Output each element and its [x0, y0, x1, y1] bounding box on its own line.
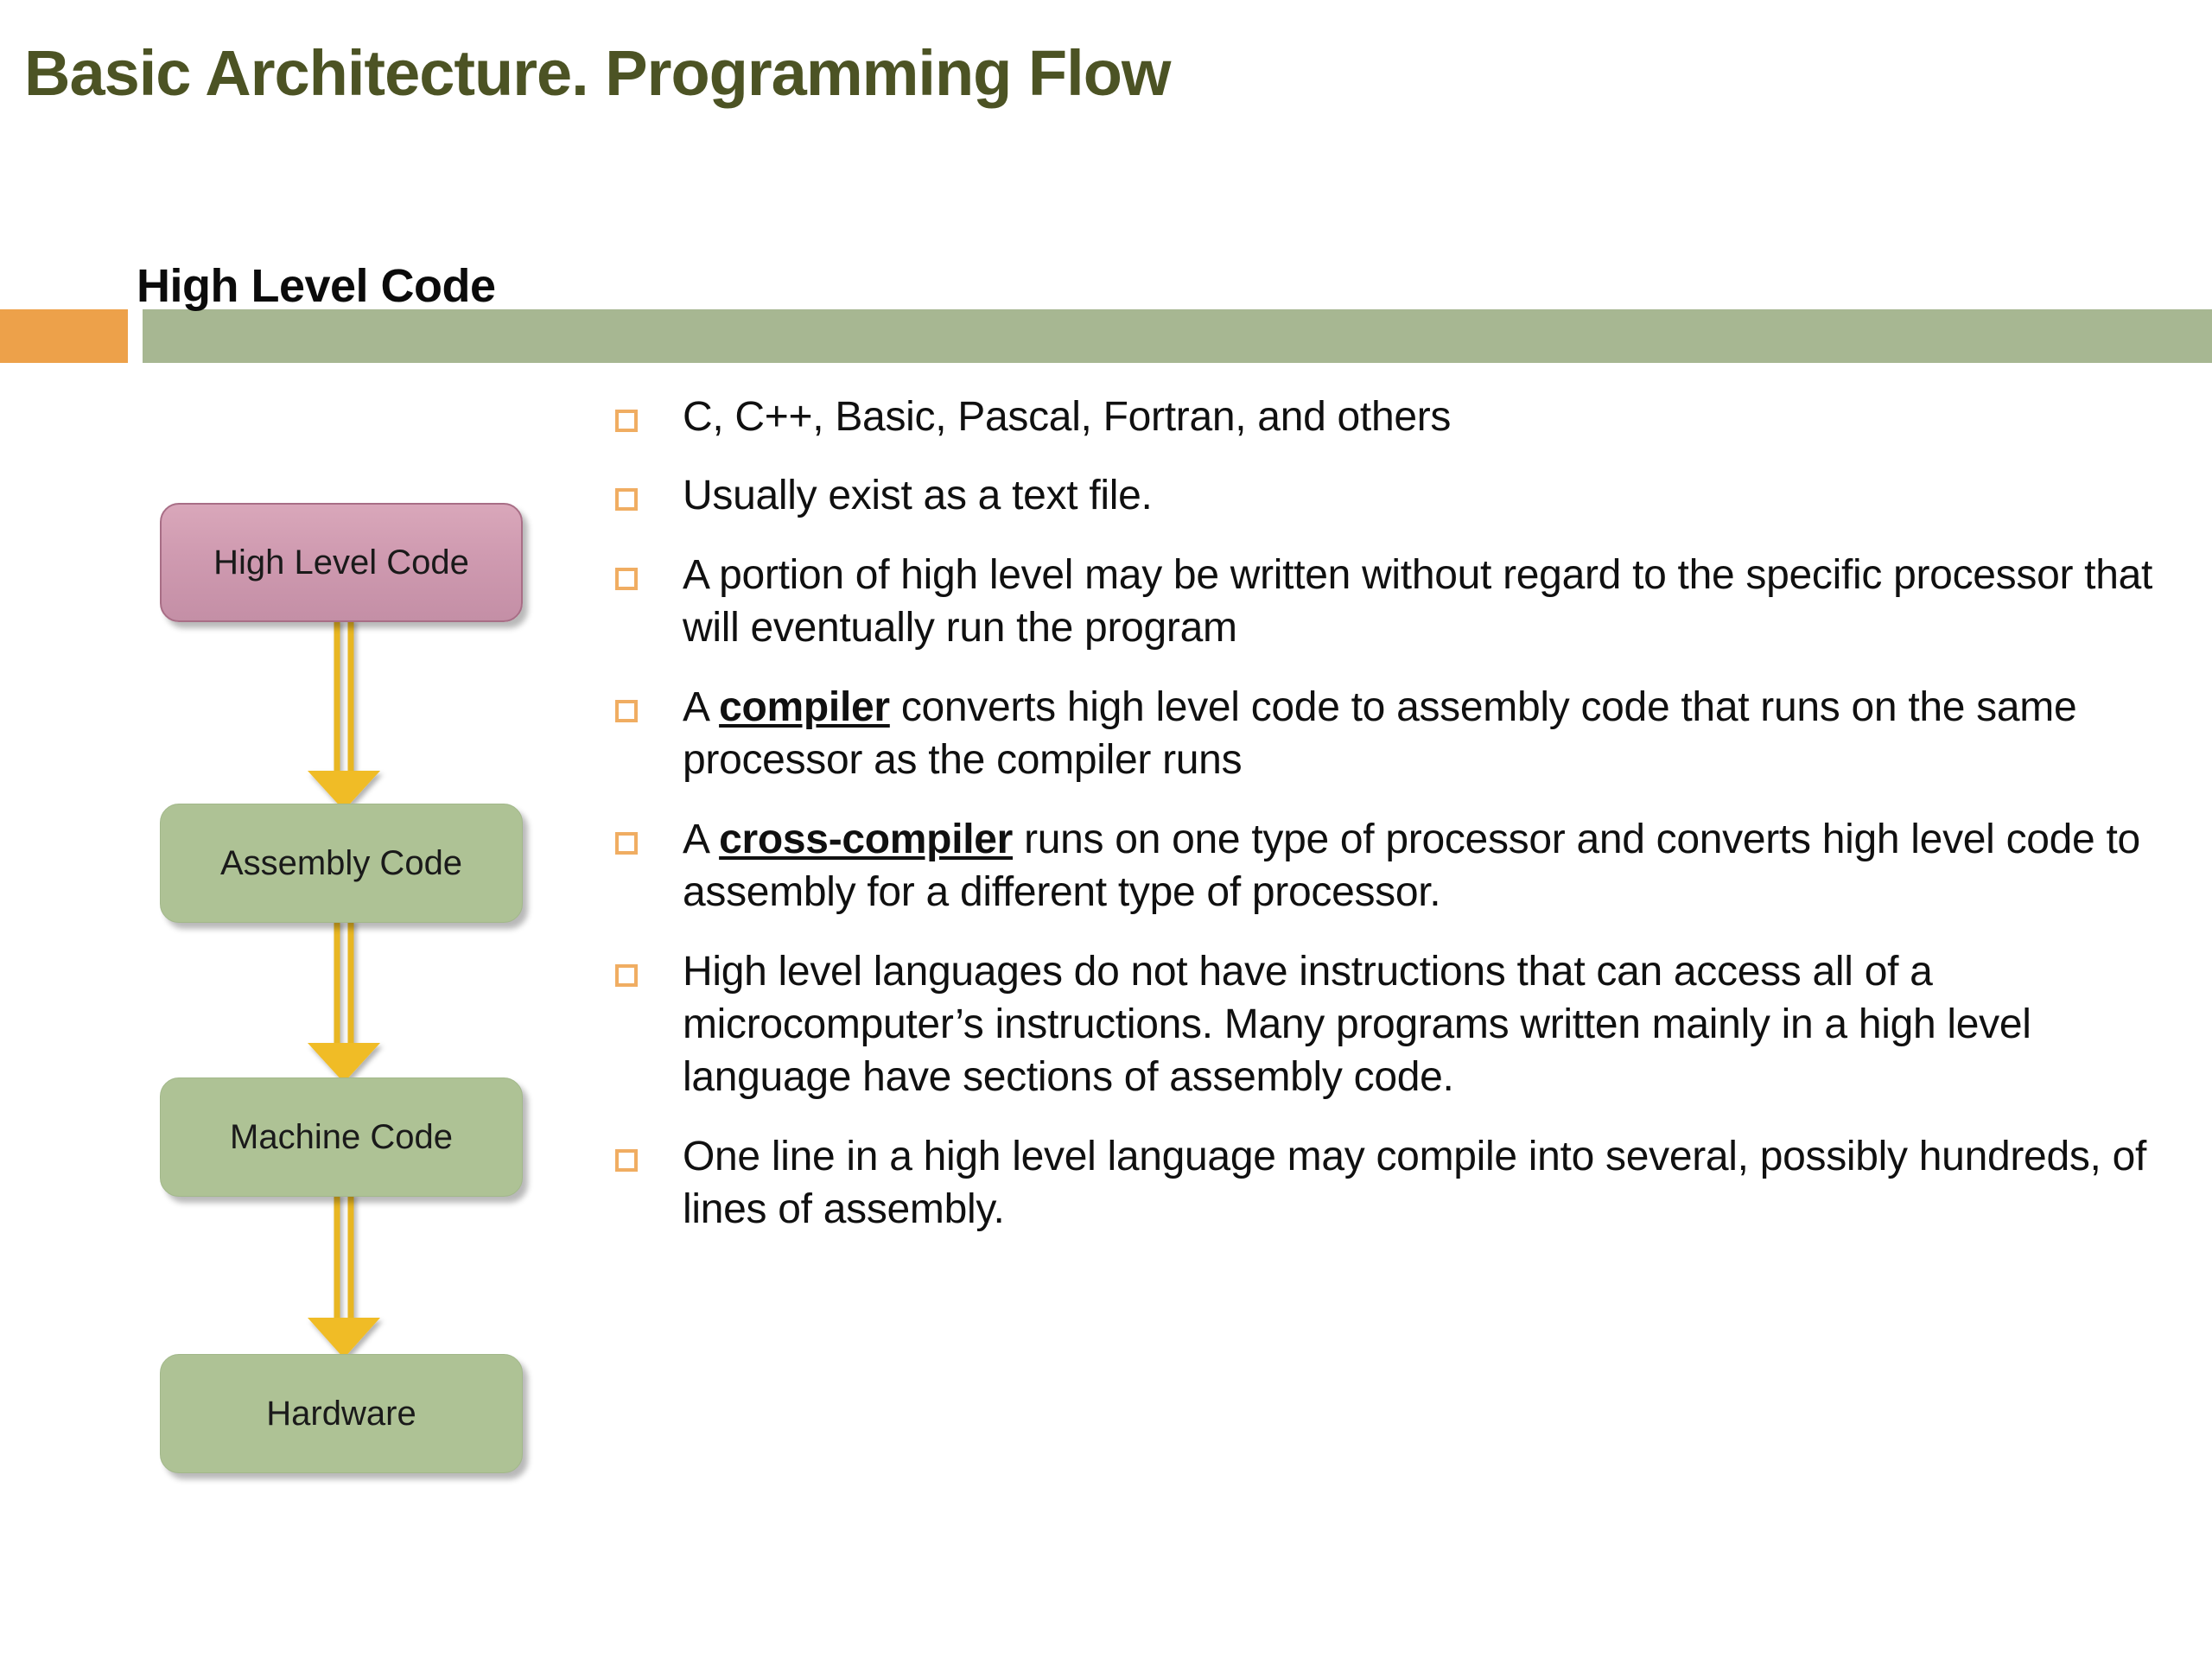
list-item: A cross-compiler runs on one type of pro… [615, 813, 2179, 919]
list-item: Usually exist as a text file. [615, 469, 2179, 522]
bullet-text: One line in a high level language may co… [683, 1133, 2147, 1233]
flow-node-hardware[interactable]: Hardware [160, 1354, 523, 1473]
square-bullet-icon [615, 1148, 638, 1172]
square-bullet-icon [615, 567, 638, 590]
arrow-assembly-to-machine [308, 919, 380, 1083]
bullet-text: A portion of high level may be written w… [683, 551, 2153, 652]
list-item: C, C++, Basic, Pascal, Fortran, and othe… [615, 391, 2179, 443]
section-subtitle: High Level Code [137, 260, 496, 312]
bullet-text: Usually exist as a text file. [683, 473, 1153, 519]
arrow-high-level-to-assembly [308, 619, 380, 810]
square-bullet-icon [615, 488, 638, 512]
flow-node-label: Machine Code [230, 1117, 453, 1156]
bullet-text: A compiler converts high level code to a… [683, 683, 2077, 784]
arrow-machine-to-hardware [308, 1193, 380, 1358]
header-accent-green-bar [143, 309, 2212, 363]
list-item: A compiler converts high level code to a… [615, 681, 2179, 787]
bullet-list: C, C++, Basic, Pascal, Fortran, and othe… [615, 391, 2179, 1262]
square-bullet-icon [615, 831, 638, 855]
square-bullet-icon [615, 410, 638, 432]
bullet-text: High level languages do not have instruc… [683, 948, 2031, 1101]
flow-node-assembly-code[interactable]: Assembly Code [160, 804, 523, 923]
list-item: A portion of high level may be written w… [615, 549, 2179, 655]
page-title: Basic Architecture. Programming Flow [24, 37, 1171, 109]
bullet-text: A cross-compiler runs on one type of pro… [683, 816, 2140, 916]
flow-diagram: High Level Code Assembly Code Machine Co… [0, 0, 605, 1659]
square-bullet-icon [615, 699, 638, 722]
square-bullet-icon [615, 963, 638, 987]
bullet-text: C, C++, Basic, Pascal, Fortran, and othe… [683, 394, 1452, 440]
flow-node-label: Hardware [266, 1394, 416, 1433]
flow-node-machine-code[interactable]: Machine Code [160, 1077, 523, 1197]
flow-node-high-level-code[interactable]: High Level Code [160, 503, 523, 622]
list-item: High level languages do not have instruc… [615, 945, 2179, 1104]
flow-node-label: Assembly Code [219, 843, 463, 882]
list-item: One line in a high level language may co… [615, 1130, 2179, 1236]
flow-node-label: High Level Code [213, 543, 469, 582]
header-accent-orange-block [0, 309, 128, 363]
